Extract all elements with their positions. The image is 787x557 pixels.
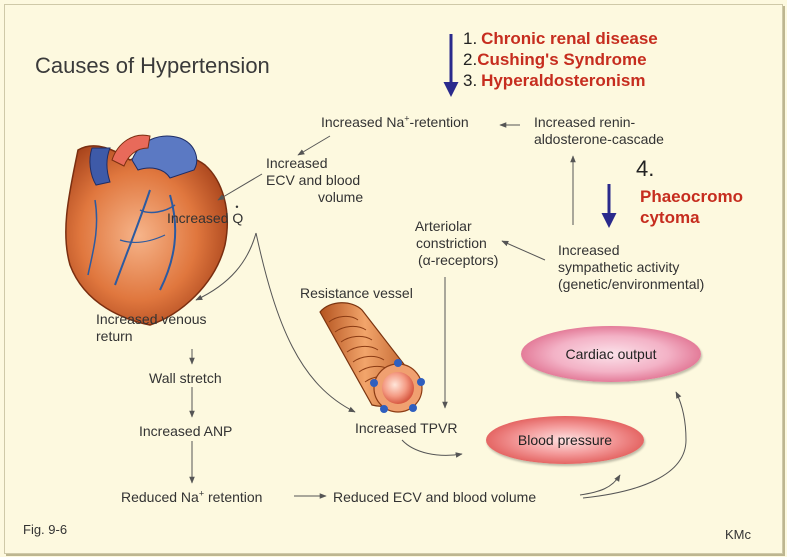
cause-label: Hyperaldosteronism — [481, 71, 646, 90]
cause-4-line2: cytoma — [640, 208, 700, 227]
arrow-q-to-tpvr — [255, 232, 356, 413]
cardiac-output-ellipse: Cardiac output — [521, 326, 701, 382]
na-retention-after: -retention — [409, 114, 469, 130]
node-cardiac-q: Increased Q — [167, 199, 243, 227]
ecv-line1: Increased — [266, 155, 328, 171]
venous-line2: return — [96, 328, 133, 344]
cause-item-2: 2.Cushing's Syndrome — [463, 51, 647, 69]
arrow-symp-to-arteriolar — [501, 240, 546, 261]
arteriolar-line1: Arteriolar — [414, 218, 472, 234]
cardiac-q-text: Increased — [167, 210, 233, 226]
cause-number: 3. — [463, 71, 478, 90]
node-sympathetic: Increased sympathetic activity (genetic/… — [558, 242, 704, 293]
arrow-ecv-to-co — [582, 391, 687, 499]
node-wall-stretch: Wall stretch — [149, 370, 222, 386]
reduced-na-text: Reduced Na — [121, 489, 199, 505]
reduced-na-after: retention — [204, 489, 263, 505]
node-anp: Increased ANP — [139, 423, 233, 439]
na-retention-text: Increased Na — [321, 114, 405, 130]
na-retention-sup: + — [404, 113, 410, 124]
arteriolar-line2: constriction — [416, 235, 487, 251]
node-na-retention: Increased Na+-retention — [321, 114, 469, 131]
renin-line2: aldosterone-cascade — [534, 131, 664, 147]
node-reduced-ecv: Reduced ECV and blood volume — [333, 489, 537, 505]
arrow-tpvr-to-bp — [401, 439, 463, 458]
cause-item-1: 1. Chronic renal disease — [463, 30, 658, 48]
ecv-line2: ECV and blood — [266, 172, 361, 188]
cause-4-number: 4. — [636, 156, 655, 181]
arrow-ecv-to-bp — [579, 474, 621, 496]
venous-line1: Increased venous — [96, 311, 207, 327]
sympathetic-line1: Increased — [558, 242, 620, 258]
arrow-ecv-to-q — [217, 173, 263, 201]
sympathetic-line3: (genetic/environmental) — [558, 276, 705, 292]
ecv-line3: volume — [318, 189, 364, 205]
cause-4-line1: Phaeocromo — [640, 187, 743, 206]
page-title: Causes of Hypertension — [35, 53, 270, 78]
node-resistance-vessel: Resistance vessel — [300, 285, 413, 301]
arrow-q-to-venous — [195, 232, 257, 301]
heart-illustration — [65, 134, 228, 326]
arteriolar-line3: (α-receptors) — [418, 252, 499, 268]
cause-item-3: 3. Hyperaldosteronism — [463, 72, 645, 90]
author-label: KMc — [725, 527, 751, 542]
node-tpvr: Increased TPVR — [355, 420, 458, 436]
reduced-na-sup: + — [198, 488, 205, 499]
blood-pressure-ellipse: Blood pressure — [486, 416, 644, 464]
node-ecv: Increased ECV and blood volume — [266, 155, 363, 206]
arrow-na-to-ecv — [297, 135, 331, 156]
cardiac-output-label: Cardiac output — [565, 346, 657, 362]
node-arteriolar: Arteriolar constriction (α-receptors) — [388, 218, 499, 269]
cause-number: 2. — [463, 50, 478, 69]
blood-pressure-label: Blood pressure — [517, 432, 613, 448]
node-renin-cascade: Increased renin- aldosterone-cascade — [534, 114, 664, 148]
cause-number: 1. — [463, 29, 478, 48]
resistance-vessel-illustration — [319, 302, 425, 413]
flow-arrows — [189, 122, 687, 499]
figure-label: Fig. 9-6 — [23, 522, 68, 537]
node-reduced-na: Reduced Na+ retention — [121, 489, 262, 506]
cause-4-label: Phaeocromo cytoma — [640, 186, 743, 228]
node-venous-return: Increased venous return — [96, 311, 207, 345]
sympathetic-line2: sympathetic activity — [558, 259, 680, 275]
cause-label: Chronic renal disease — [481, 29, 658, 48]
renin-line1: Increased renin- — [534, 114, 636, 130]
cause-label: Cushing's Syndrome — [477, 50, 647, 69]
cardiac-q-symbol: Q — [232, 199, 243, 227]
